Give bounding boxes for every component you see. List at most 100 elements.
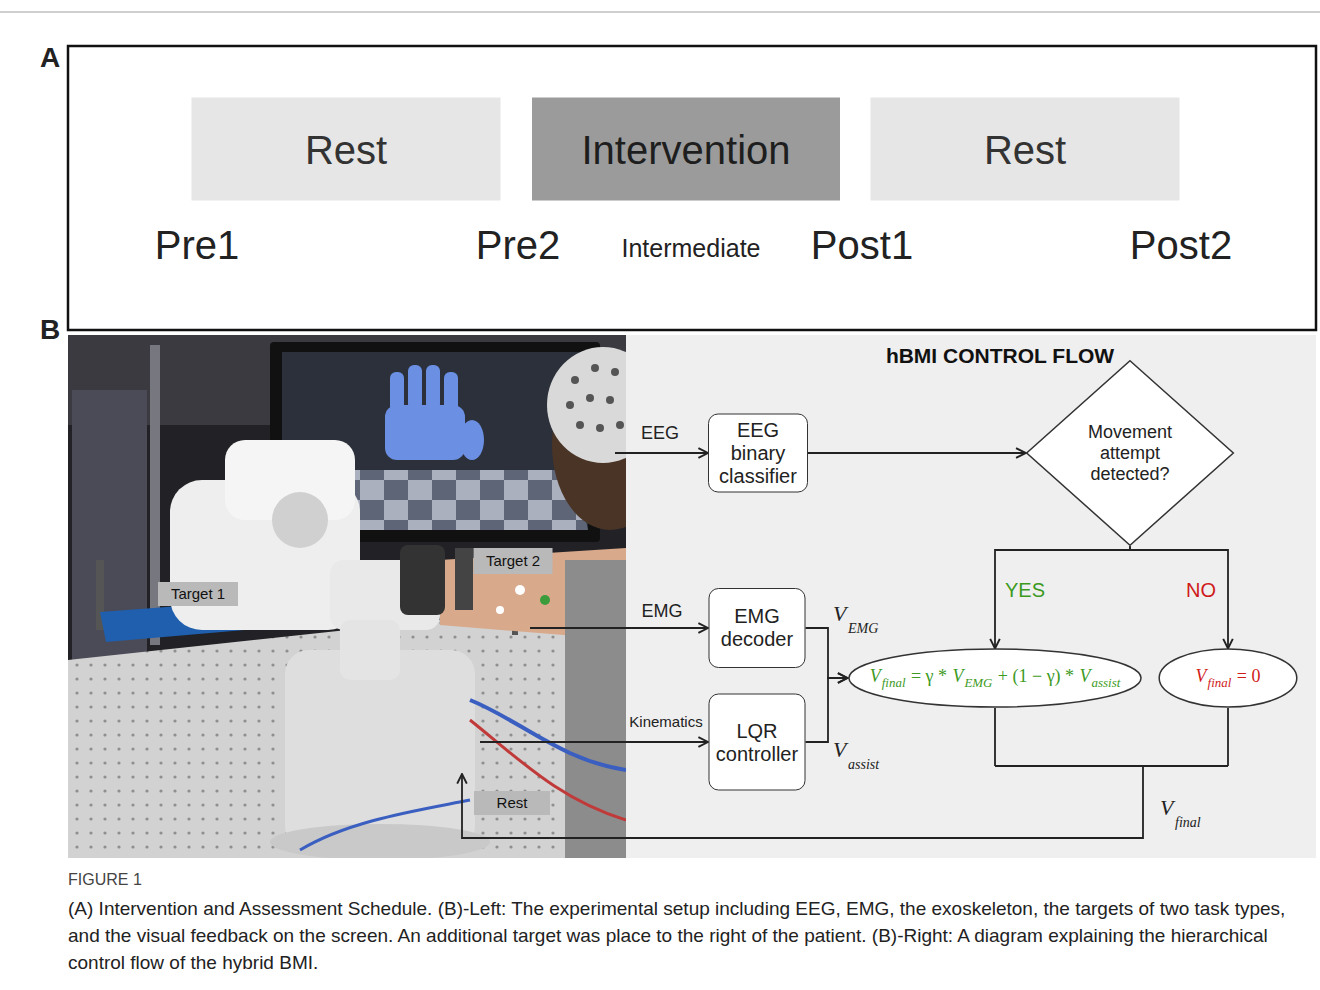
node-label: EMG decoder [715,605,800,651]
node-label: LQR controller [715,719,800,765]
figure-caption: (A) Intervention and Assessment Schedule… [68,896,1308,977]
ellipse-shape [1159,649,1297,707]
emg-input-wire [530,627,708,629]
photo-ground [68,335,626,858]
target-label: Target 1 [158,582,238,606]
electrode [571,376,579,384]
timepoint-label: Intermediate [622,234,761,263]
node-label: final [1208,674,1232,689]
cable [470,720,626,820]
node-label: EEG binary classifier [714,419,802,488]
node-label: = γ * [911,666,947,686]
signal-symbol: V [1160,795,1173,820]
virtual-hand [385,365,484,460]
node-label: Rest [497,794,528,811]
signal-name: EMG [641,601,682,622]
virtual-finger [408,365,422,410]
node-text: Target 2 [486,552,540,569]
control-panel-ground [626,335,1316,858]
node-label: Movement attempt detected? [1080,422,1180,484]
eeg-cap [547,347,626,463]
patient-body [565,560,626,858]
virtual-finger [390,372,404,412]
rest-label: Rest [474,791,550,815]
node-text: Rest [984,126,1066,172]
node-text: Intervention [581,126,790,172]
timepoint-label: Pre2 [476,222,561,268]
electrode [591,364,599,372]
diamond-shape [1027,361,1234,545]
electrode [596,424,604,432]
electrode [566,401,574,409]
output-wire [462,708,1228,838]
node-label: + (1 − γ) * [998,666,1074,686]
node-label: Rest [984,126,1066,172]
node-label: Target 1 [171,585,225,602]
cable [300,800,470,850]
node-label: Target 2 [486,552,540,569]
exoskeleton-joint [272,492,328,548]
signal-symbol: V [833,601,846,626]
signal-symbol: V [833,737,846,762]
node-text: Movement attempt detected? [1080,422,1180,484]
top-rule [0,11,1320,13]
target-label: Target 2 [474,548,553,574]
node-text: Rest [305,126,387,172]
virtual-finger [426,365,440,410]
node-text: EEG binary classifier [714,419,802,488]
node-text: Target 1 [171,585,225,602]
node-label: V [1079,666,1090,686]
virtual-finger [444,372,458,412]
emg-electrode [515,585,525,595]
electrode [611,368,619,376]
schedule-band: Intervention [532,98,840,201]
flow-arrow [808,452,1026,454]
signal-subscript: assist [848,757,879,773]
panel-letter: B [40,314,60,346]
formula-ellipse: Vfinal= γ *VEMG+ (1 − γ) *Vassist [848,649,1143,708]
controller-box: LQR controller [709,694,806,791]
node-label: = 0 [1237,666,1261,686]
node-label: Intervention [581,126,790,172]
node-label: assist [1091,674,1120,689]
node-label: V [1196,666,1207,686]
node-text: Rest [497,794,528,811]
node-label: V [952,666,963,686]
arm-strap [455,548,473,610]
eeg-electrodes [566,364,624,432]
panel-frame [68,46,1316,330]
branch-label: YES [1005,579,1045,602]
panel-title: hBMI CONTROL FLOW [886,344,1114,368]
cable [470,700,626,770]
schedule-band: Rest [871,98,1180,201]
emg-electrode [540,595,550,605]
flow-arrow [995,546,1130,648]
arm-strap [400,545,445,615]
door-panel [72,390,147,690]
virtual-palm [385,405,465,460]
eeg-input-wire [615,452,708,454]
decision-diamond: Movement attempt detected? [1026,360,1235,546]
flow-arrow [806,628,848,678]
virtual-thumb [460,420,484,460]
exoskeleton-wrist [340,620,400,680]
setup-photo [68,335,626,858]
figure-number: FIGURE 1 [68,871,142,889]
panel-letter: A [40,42,60,74]
ellipse-shape [849,649,1141,707]
signal-name: EEG [641,423,679,444]
timepoint-label: Post1 [811,222,913,268]
node-label: EMG [964,674,992,689]
schedule-band: Rest [192,98,501,201]
decoder-box: EMG decoder [709,588,806,668]
node-label: Rest [305,126,387,172]
branch-label: NO [1186,579,1216,602]
node-label: V [870,666,881,686]
electrode [576,421,584,429]
signal-subscript: final [1175,815,1201,831]
flow-arrow [1130,546,1228,648]
node-text: Vfinal= γ *VEMG+ (1 − γ) *Vassist [870,666,1121,690]
flow-arrow [806,678,848,742]
